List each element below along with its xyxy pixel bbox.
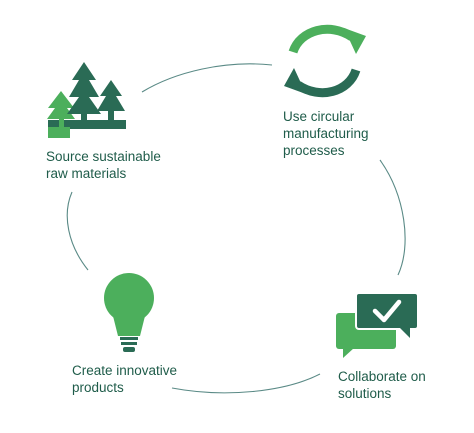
step-label-line: products (72, 380, 124, 395)
arc-collab-to-create (171, 373, 321, 394)
step-label-line: Use circular (283, 109, 355, 124)
step-label-line: processes (283, 143, 345, 158)
step-label-line: manufacturing (283, 126, 369, 141)
step-label-line: raw materials (46, 166, 127, 181)
step-label-collaborate: Collaborate on solutions (338, 368, 426, 402)
trees-icon (47, 62, 126, 138)
arc-circular-to-collab (379, 159, 406, 276)
step-label-line: Source sustainable (46, 149, 161, 164)
step-label-line: Create innovative (72, 363, 178, 378)
arc-source-to-circular (141, 63, 273, 93)
step-label-innovative-products: Create innovative products (72, 362, 177, 396)
chat-check-icon (336, 292, 419, 358)
step-label-source-materials: Source sustainable raw materials (46, 148, 161, 182)
recycle-arrows-icon (284, 24, 366, 98)
arc-create-to-source (66, 191, 89, 271)
step-label-line: solutions (338, 386, 392, 401)
step-label-circular-manufacturing: Use circular manufacturing processes (283, 108, 369, 159)
step-label-line: Collaborate on (338, 369, 426, 384)
lightbulb-icon (104, 273, 154, 352)
